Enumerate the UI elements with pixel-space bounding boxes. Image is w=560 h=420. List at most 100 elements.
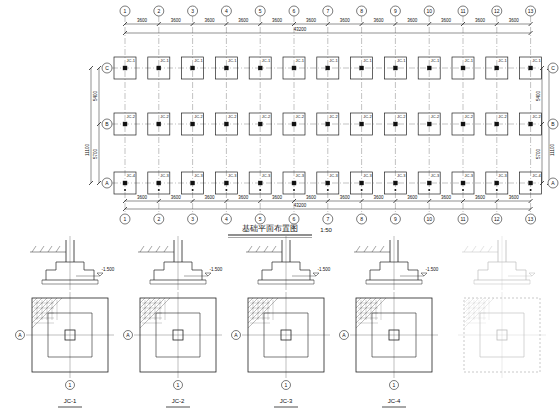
axis-bubble: [289, 6, 299, 16]
outline-rect: [326, 66, 330, 70]
drawing-line: [250, 308, 270, 309]
drawing-label: 2: [157, 9, 160, 14]
outline-rect: [123, 122, 127, 126]
drawing-label: C: [105, 66, 109, 71]
drawing-line: [529, 207, 533, 211]
outline-rect: [427, 66, 431, 70]
drawing-label: JC-3: [498, 174, 506, 178]
drawing-line: [34, 323, 54, 324]
drawing-line: [372, 246, 376, 252]
drawing-line: [52, 300, 53, 320]
drawing-line: [248, 298, 253, 303]
drawing-label: 3: [191, 9, 194, 14]
drawing-label: A: [126, 333, 129, 338]
drawing-line: [360, 199, 364, 203]
outline-rect: [520, 113, 542, 135]
drawing-line: [191, 22, 195, 26]
drawing-label: 3600: [475, 18, 485, 23]
drawing-line: [495, 22, 499, 26]
drawing-label: A: [342, 333, 345, 338]
drawing-line: [140, 298, 170, 328]
outline-rect: [393, 181, 397, 185]
drawing-line: [356, 246, 360, 252]
drawing-label: JC-1: [228, 59, 236, 63]
drawing-line: [356, 298, 386, 328]
drawing-label: 5: [259, 9, 262, 14]
drawing-label: JC-2: [363, 115, 371, 119]
drawing-label: 1: [393, 383, 396, 388]
drawing-line: [250, 318, 270, 319]
drawing-line: [489, 300, 490, 320]
outline-rect: [157, 122, 161, 126]
drawing-label: JC-1: [397, 59, 405, 63]
drawing-label: 3600: [475, 195, 485, 200]
drawing-line: [228, 237, 312, 238]
outline-rect: [215, 57, 237, 79]
drawing-line: [502, 292, 503, 378]
drawing-line: [150, 300, 151, 320]
axis-bubble: [188, 214, 198, 224]
drawing-line: [310, 270, 311, 280]
outline-rect: [224, 122, 228, 126]
axis-bubble: [492, 214, 502, 224]
drawing-line: [356, 298, 381, 323]
drawing-label: 3600: [137, 18, 147, 23]
drawing-line: [32, 298, 57, 323]
drawing-line: [97, 273, 103, 274]
dot: [192, 189, 194, 191]
drawing-line: [464, 246, 468, 252]
drawing-line: [56, 246, 60, 252]
drawing-label: 3600: [340, 195, 350, 200]
drawing-line: [466, 313, 486, 314]
axis-bubble: [289, 214, 299, 224]
drawing-label: 10: [426, 9, 432, 14]
axis-bubble: [390, 381, 399, 390]
drawing-line: [370, 270, 371, 280]
drawing-line: [165, 300, 166, 320]
drawing-label: 3600: [204, 195, 214, 200]
outline-rect: [360, 66, 364, 70]
drawing-label: JC-3: [397, 174, 405, 178]
drawing-line: [99, 68, 100, 183]
drawing-label: 3600: [306, 195, 316, 200]
drawing-line: [516, 262, 517, 270]
drawing-line: [540, 122, 544, 126]
drawing-label: 4: [225, 217, 228, 222]
drawing-line: [290, 240, 291, 262]
outline-rect: [182, 57, 204, 79]
drawing-label: 5700: [536, 148, 541, 158]
drawing-line: [488, 246, 492, 252]
drawing-line: [326, 199, 330, 203]
outline-rect: [215, 172, 237, 194]
outline-rect: [258, 122, 262, 126]
drawing-line: [155, 300, 156, 320]
drawing-label: 6: [293, 9, 296, 14]
drawing-label: 3600: [441, 18, 451, 23]
drawing-line: [42, 280, 43, 284]
drawing-line: [123, 22, 127, 26]
drawing-label: 3600: [373, 195, 383, 200]
outline-rect: [486, 57, 508, 79]
outline-rect: [384, 113, 406, 135]
outline-rect: [427, 122, 431, 126]
drawing-line: [48, 246, 52, 252]
drawing-line: [202, 270, 203, 280]
drawing-line: [97, 122, 101, 126]
outline-rect: [249, 57, 271, 79]
drawing-line: [393, 22, 397, 26]
drawing-line: [300, 262, 301, 270]
drawing-line: [529, 22, 533, 26]
drawing-line: [272, 262, 273, 270]
drawing-line: [97, 273, 100, 276]
drawing-line: [464, 298, 489, 323]
drawing-label: 9: [394, 9, 397, 14]
drawing-line: [268, 300, 269, 320]
outline-rect: [529, 66, 533, 70]
drawing-line: [371, 300, 372, 320]
drawing-line: [464, 298, 469, 303]
drawing-label: JC-3: [465, 174, 473, 178]
drawing-line: [205, 273, 211, 274]
drawing-label: 1: [124, 217, 127, 222]
drawing-line: [516, 270, 526, 271]
